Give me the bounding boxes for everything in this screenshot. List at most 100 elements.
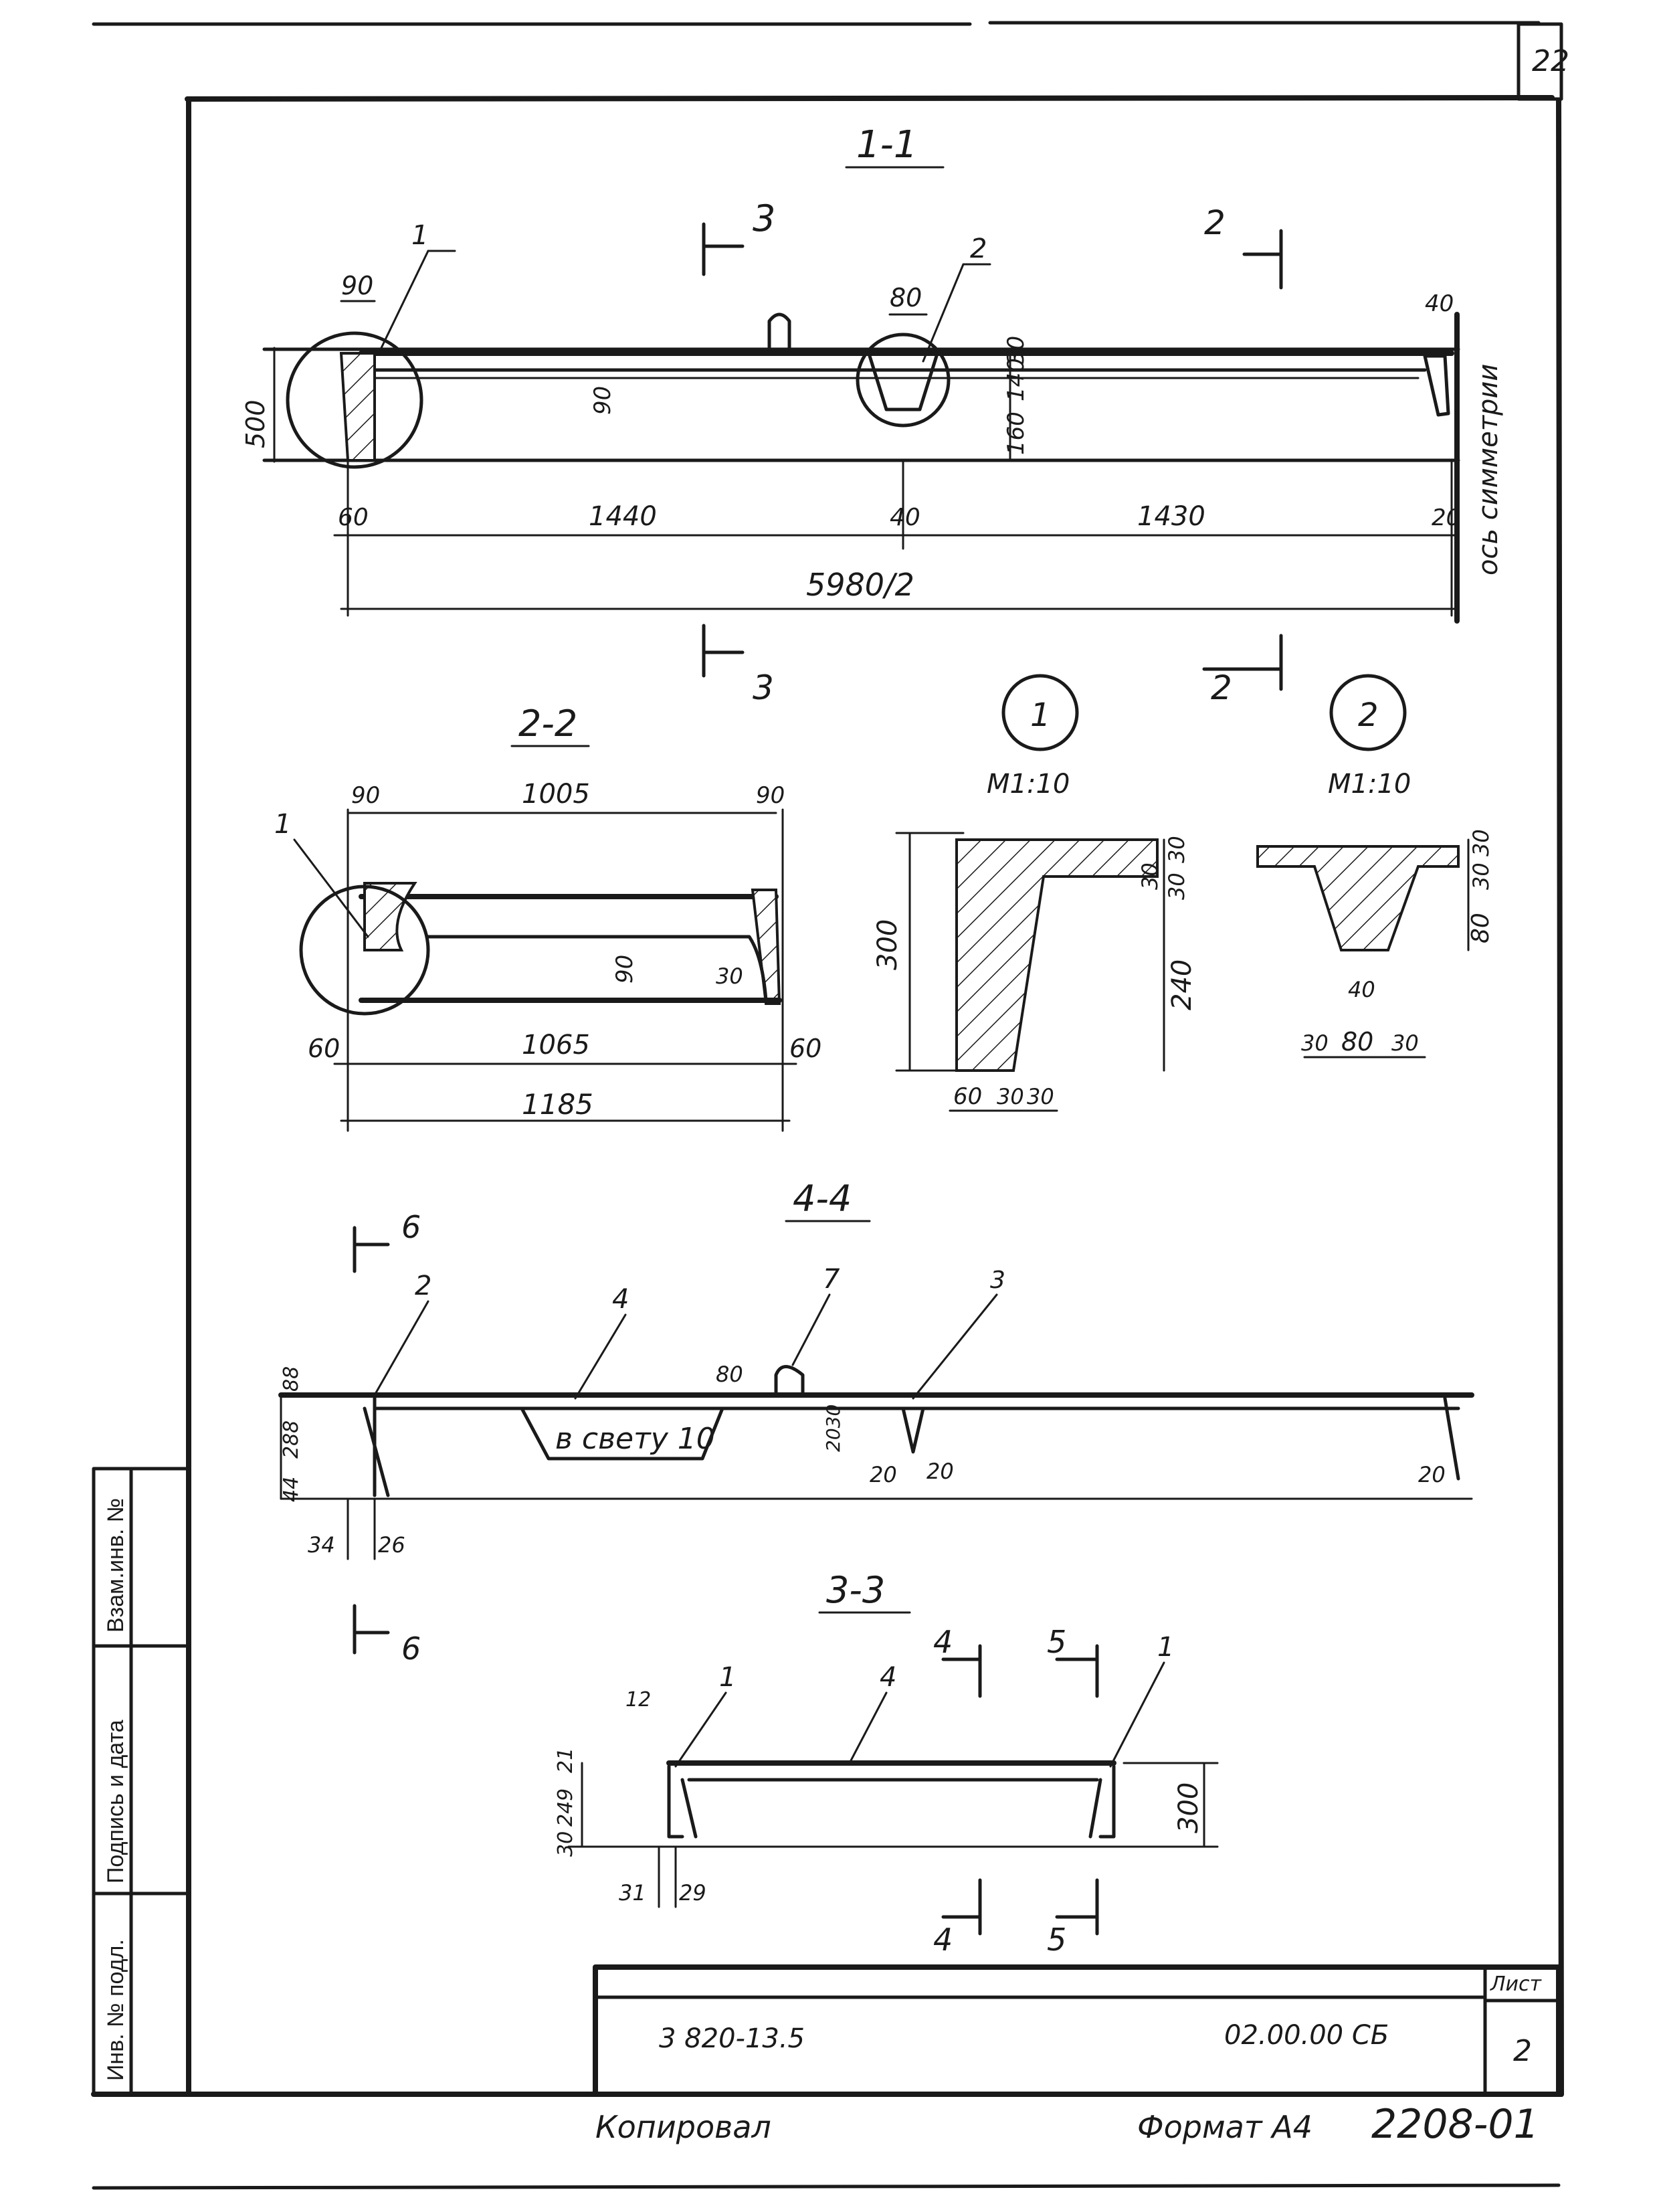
dim-20-44c: 20	[1418, 1462, 1446, 1487]
detail-1-dim-60: 60	[953, 1083, 982, 1110]
detail-1-dim-30c: 30	[1164, 872, 1189, 900]
dim-300-33: 300	[1173, 1782, 1204, 1833]
dim-160: 160	[1003, 411, 1030, 455]
dim-30-11: 30	[1003, 336, 1030, 365]
dim-249: 249	[554, 1788, 577, 1827]
cut-5-top: 5	[1047, 1624, 1066, 1660]
dim-40-mid: 40	[890, 504, 920, 531]
leader-4-33: 4	[880, 1662, 896, 1693]
detail-1: 1 М1:10 300 30 30 30 240 60 30 30	[872, 674, 1197, 1112]
cut-3-bottom: 3	[753, 668, 774, 707]
list-label: Лист	[1490, 1972, 1543, 1996]
dim-34: 34	[308, 1532, 335, 1558]
dim-21: 21	[554, 1748, 577, 1773]
dim-60-22-right: 60	[789, 1034, 821, 1063]
cut-2-bottom: 2	[1211, 668, 1232, 707]
dim-1430: 1430	[1137, 501, 1205, 532]
cut-2-top: 2	[1204, 203, 1226, 242]
cut-4-bottom: 4	[933, 1922, 953, 1958]
cut-4-top: 4	[933, 1624, 953, 1660]
dim-1065: 1065	[522, 1030, 590, 1061]
detail-1-dim-30b: 30	[1137, 862, 1163, 890]
leader-3-44: 3	[990, 1267, 1005, 1294]
dim-12: 12	[625, 1688, 651, 1712]
section-4-4-title: 4-4	[793, 1178, 852, 1220]
inventory-number: 2208-01	[1371, 2101, 1539, 2148]
dim-88: 88	[280, 1366, 303, 1392]
note-v-svetu: в свету 10	[555, 1422, 715, 1456]
section-1-1: 1-1 3 2 3 2 500 90 1 80	[241, 123, 1504, 707]
dim-20-44b: 20	[926, 1459, 954, 1484]
dim-60-11: 60	[338, 504, 369, 531]
detail-2-dim-40: 40	[1348, 977, 1375, 1002]
leader-1-11: 1	[411, 220, 428, 251]
detail-2-dim-80: 80	[1341, 1027, 1373, 1056]
dim-500: 500	[241, 399, 270, 448]
dim-2030: 2030	[822, 1404, 844, 1452]
cut-5-bottom: 5	[1047, 1922, 1066, 1958]
leader-2-11: 2	[970, 234, 987, 264]
detail-1-dim-30a: 30	[1164, 836, 1189, 863]
detail-2-dim-30a: 30	[1468, 829, 1494, 856]
podpis-data-label: Подпись и дата	[103, 1720, 128, 1883]
leader-2-44: 2	[415, 1271, 431, 1301]
dim-90-rib: 90	[589, 386, 616, 415]
leader-4-44: 4	[612, 1284, 629, 1315]
section-2-2-title: 2-2	[518, 703, 577, 745]
leader-1-33-left: 1	[719, 1662, 736, 1693]
format-label: Формат А4	[1137, 2109, 1312, 2145]
section-1-1-title: 1-1	[856, 123, 917, 167]
detail-2-dim-80v: 80	[1467, 913, 1494, 943]
dim-140: 140	[1003, 358, 1030, 401]
dim-80-44: 80	[716, 1362, 743, 1387]
dim-20-44a: 20	[870, 1462, 897, 1487]
dim-30-22: 30	[716, 963, 743, 989]
dim-5980: 5980/2	[806, 567, 914, 603]
cut-3-top: 3	[753, 197, 775, 240]
cut-6-top: 6	[401, 1209, 421, 1245]
section-3-3: 3-3 4 5 4 5 1 4 1 12 21 249 30 300 31 29	[554, 1569, 1219, 1958]
inv-podl-label: Инв. № подл.	[103, 1939, 128, 2081]
dim-90-top: 90	[341, 271, 373, 300]
title-block	[593, 1964, 1561, 2097]
dim-44: 44	[280, 1477, 303, 1502]
page-number: 22	[1532, 44, 1569, 78]
dim-60-22-left: 60	[308, 1034, 340, 1063]
dim-1185: 1185	[522, 1088, 593, 1121]
sheet-code: 3 820-13.5	[659, 2023, 805, 2054]
dim-30-33: 30	[554, 1831, 577, 1857]
dim-1005: 1005	[522, 779, 590, 810]
dim-26: 26	[378, 1532, 405, 1558]
dim-1440: 1440	[589, 501, 657, 532]
axis-label: ось симметрии	[1473, 364, 1504, 575]
detail-2: 2 М1:10 30 30 80 40 30 80 30	[1256, 674, 1494, 1058]
detail-1-dim-300: 300	[872, 919, 903, 970]
copied-label: Копировал	[595, 2109, 771, 2145]
dim-288: 288	[280, 1420, 303, 1459]
detail-2-dim-30r: 30	[1391, 1030, 1419, 1056]
list-number: 2	[1513, 2034, 1532, 2068]
dim-40-top: 40	[1425, 290, 1454, 317]
dim-90-22-left: 90	[351, 782, 380, 809]
dim-31: 31	[619, 1880, 646, 1906]
leader-1-33-right: 1	[1157, 1632, 1174, 1663]
cut-6-bottom: 6	[401, 1631, 421, 1667]
dim-20-11: 20	[1432, 504, 1460, 531]
section-4-4: 4-4 6 6 2 4 7 3 80 в свету 10 88 288 44 …	[278, 1178, 1474, 1667]
dim-29: 29	[679, 1880, 706, 1906]
sheet-designation: 02.00.00 СБ	[1224, 2020, 1389, 2051]
section-3-3-title: 3-3	[826, 1569, 885, 1611]
dim-90-mid: 90	[611, 955, 638, 984]
detail-2-marker: 2	[1358, 697, 1379, 734]
dim-80: 80	[890, 283, 922, 312]
vzam-inv-label: Взам.инв. №	[103, 1498, 128, 1633]
detail-1-scale: М1:10	[987, 769, 1070, 800]
leader-7-44: 7	[823, 1264, 840, 1295]
section-2-2: 2-2 90 1005 90 1 90 30 60 1065 60 1185	[274, 703, 821, 1132]
detail-2-scale: М1:10	[1328, 769, 1411, 800]
detail-2-dim-30b: 30	[1468, 862, 1494, 890]
detail-1-dim-30e: 30	[1027, 1084, 1054, 1109]
side-stamp: Взам.инв. № Подпись и дата Инв. № подл.	[92, 1467, 191, 2096]
leader-1-22: 1	[274, 809, 291, 840]
